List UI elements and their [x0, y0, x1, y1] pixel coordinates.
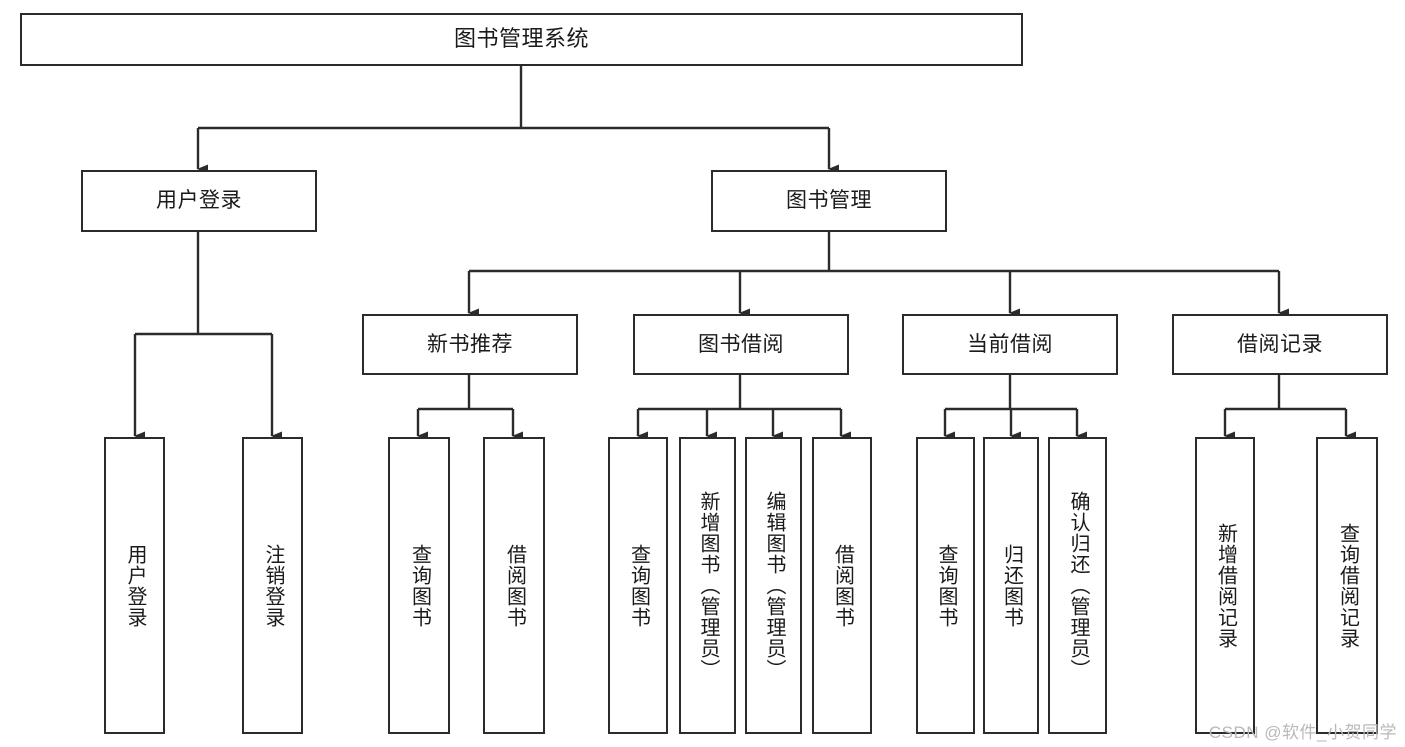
node-borrow-record[interactable]: 借阅记录 — [1172, 314, 1388, 375]
node-new-book-recommend[interactable]: 新书推荐 — [362, 314, 578, 375]
node-label: 新书推荐 — [427, 332, 513, 356]
node-label: 当前借阅 — [967, 332, 1053, 356]
node-label: 图书管理系统 — [453, 26, 589, 52]
node-label: 借阅记录 — [1237, 332, 1323, 356]
node-book-borrow[interactable]: 图书借阅 — [633, 314, 849, 375]
leaf-confirm-return-admin[interactable]: 确认归还（管理员） — [1048, 437, 1107, 734]
node-label: 查询图书 — [408, 543, 431, 628]
node-label: 新增图书（管理员） — [697, 491, 719, 680]
node-label: 借阅图书 — [831, 543, 854, 628]
leaf-return-book[interactable]: 归还图书 — [983, 437, 1039, 734]
node-label: 编辑图书（管理员） — [763, 491, 785, 680]
node-user-login[interactable]: 用户登录 — [81, 170, 317, 232]
node-label: 归还图书 — [1000, 543, 1023, 628]
leaf-logout-login[interactable]: 注销登录 — [242, 437, 303, 734]
leaf-add-book-admin[interactable]: 新增图书（管理员） — [679, 437, 736, 734]
node-label: 查询图书 — [935, 543, 957, 628]
leaf-add-borrow-record[interactable]: 新增借阅记录 — [1195, 437, 1255, 734]
node-label: 用户登录 — [124, 543, 146, 628]
node-label: 借阅图书 — [503, 543, 526, 628]
node-label: 图书管理 — [786, 189, 872, 213]
node-label: 用户登录 — [156, 189, 242, 213]
node-book-management[interactable]: 图书管理 — [711, 170, 947, 232]
leaf-borrow-book-recommend[interactable]: 借阅图书 — [483, 437, 545, 734]
leaf-query-book-recommend[interactable]: 查询图书 — [388, 437, 450, 734]
leaf-query-borrow-record[interactable]: 查询借阅记录 — [1316, 437, 1378, 734]
node-label: 图书借阅 — [698, 332, 784, 356]
node-label: 新增借阅记录 — [1214, 522, 1237, 649]
leaf-user-login[interactable]: 用户登录 — [104, 437, 165, 734]
node-label: 注销登录 — [262, 543, 284, 628]
node-label: 查询图书 — [627, 543, 650, 628]
node-label: 查询借阅记录 — [1336, 522, 1359, 649]
leaf-query-book-current[interactable]: 查询图书 — [916, 437, 975, 734]
leaf-borrow-book[interactable]: 借阅图书 — [812, 437, 872, 734]
edge-group-layer — [133, 66, 1356, 441]
node-current-borrow[interactable]: 当前借阅 — [902, 314, 1118, 375]
node-label: 确认归还（管理员） — [1067, 491, 1089, 680]
leaf-query-book-borrow[interactable]: 查询图书 — [608, 437, 668, 734]
node-root-system[interactable]: 图书管理系统 — [20, 13, 1023, 66]
leaf-edit-book-admin[interactable]: 编辑图书（管理员） — [745, 437, 802, 734]
